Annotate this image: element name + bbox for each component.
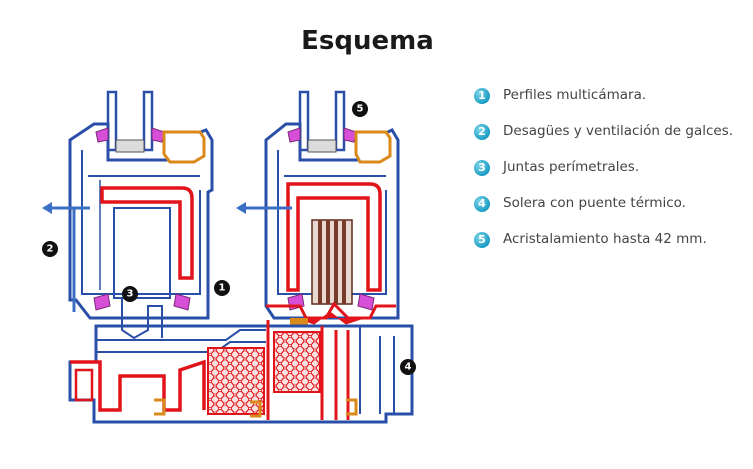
right-glass-pane-a [298,90,310,152]
central-mullion-seal [266,301,396,320]
legend-text-5: Acristalamiento hasta 42 mm. [503,231,707,247]
legend-text-2: Desagües y ventilación de galces. [503,123,734,139]
legend-item-1: 1 Perfiles multicámara. [474,87,734,106]
callout-1: 1 [214,280,230,296]
callout-4: 4 [400,359,416,375]
page-title: Esquema [301,26,434,56]
legend-item-3: 3 Juntas perímetrales. [474,159,734,178]
sill-frame [68,320,414,424]
callout-2-label: 2 [47,244,54,255]
legend: 1 Perfiles multicámara. 2 Desagües y ven… [474,87,734,268]
legend-badge-5: 5 [474,232,490,248]
callout-1-label: 1 [219,283,226,294]
callout-4-label: 4 [405,362,412,373]
left-glazing-bead [162,130,206,164]
thermal-break-left [207,347,265,415]
callout-5-label: 5 [357,104,364,115]
legend-item-2: 2 Desagües y ventilación de galces. [474,123,734,142]
callout-3: 3 [122,286,138,302]
right-steel-reinforcement [286,182,382,292]
legend-item-4: 4 Solera con puente térmico. [474,195,734,214]
left-ventilation-arrow [42,202,52,214]
legend-badge-2: 2 [474,124,490,140]
thermal-break-right [273,331,321,393]
callout-2: 2 [42,241,58,257]
left-glass-pane-a [106,90,118,152]
legend-text-4: Solera con puente térmico. [503,195,686,211]
right-ventilation-arrow [236,202,246,214]
legend-badge-1: 1 [474,88,490,104]
window-profile-diagram: 1 2 3 4 5 [42,90,416,424]
left-sash-inner-wall [81,150,201,295]
legend-badge-4: 4 [474,196,490,212]
left-bottom-gasket [93,293,111,311]
sill-steel-reinforcement [70,359,206,412]
legend-item-5: 5 Acristalamiento hasta 42 mm. [474,231,734,250]
callout-3-label: 3 [127,289,134,300]
left-top-gasket [95,127,109,143]
left-glass-spacer [115,139,145,153]
legend-text-1: Perfiles multicámara. [503,87,647,103]
left-steel-reinforcement [100,186,194,280]
left-glass-pane-b [142,90,154,152]
right-sash [236,90,400,320]
left-sash [42,90,214,340]
right-glazing-bead [354,130,392,164]
callout-5: 5 [352,101,368,117]
legend-text-3: Juntas perímetrales. [503,159,640,175]
right-glass-pane-b [334,90,346,152]
legend-badge-3: 3 [474,160,490,176]
